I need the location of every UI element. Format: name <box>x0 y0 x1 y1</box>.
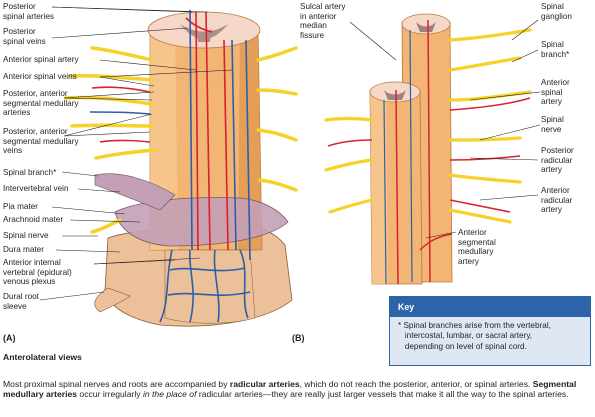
pia-arachnoid <box>114 197 289 247</box>
label-spinal-branch: Spinal branch* <box>3 168 57 177</box>
arteries-a <box>91 11 229 251</box>
veins-a <box>89 9 251 323</box>
key-box: Key * Spinal branches arise from the ver… <box>389 296 591 366</box>
spinal-nerves-b <box>324 28 532 224</box>
label-segmental-medullary-arteries: Posterior, anterior segmental medullary … <box>3 89 79 118</box>
label-posterior-spinal-veins: Posterior spinal veins <box>3 27 46 46</box>
caption-part1: Most proximal spinal nerves and roots ar… <box>3 379 230 389</box>
panel-a-letter: (A) <box>3 333 16 343</box>
label-anterior-radicular-artery: Anterior radicular artery <box>541 186 573 215</box>
label-sulcal-artery: Sulcal artery in anterior median fissure <box>300 2 346 40</box>
caption-part2: , which do not reach the posterior, ante… <box>299 379 533 389</box>
veins-b <box>383 29 413 285</box>
label-venous-plexus: Anterior internal vertebral (epidural) v… <box>3 258 72 287</box>
grey-matter-a <box>180 24 228 42</box>
key-title: Key <box>390 297 590 317</box>
label-pia-mater: Pia mater <box>3 202 39 211</box>
caption-italic: in the place of <box>142 389 197 400</box>
label-anterior-segmental-medullary-artery: Anterior segmental medullary artery <box>458 228 496 266</box>
caption-bold1: radicular arteries <box>229 379 300 389</box>
label-anterior-spinal-artery-b: Anterior spinal artery <box>541 78 570 107</box>
label-posterior-radicular-artery: Posterior radicular artery <box>541 146 574 175</box>
caption-part3: occur irregularly <box>77 389 143 400</box>
label-dura-mater: Dura mater <box>3 245 44 254</box>
caption: Most proximal spinal nerves and roots ar… <box>3 379 593 400</box>
leader-lines <box>39 6 541 301</box>
key-text: * Spinal branches arise from the vertebr… <box>398 321 551 351</box>
caption-bold2: Segmental medullary arteries <box>3 379 577 400</box>
caption-part4: radicular arteries—they are really just … <box>196 389 569 400</box>
label-intervertebral-vein: Intervertebral vein <box>3 184 69 193</box>
label-spinal-branch-b: Spinal branch* <box>541 40 570 59</box>
panel-b-letter: (B) <box>292 333 305 343</box>
label-segmental-medullary-veins: Posterior, anterior segmental medullary … <box>3 127 79 156</box>
label-spinal-nerve-b: Spinal nerve <box>541 115 564 134</box>
label-anterior-spinal-veins: Anterior spinal veins <box>3 72 77 81</box>
label-arachnoid-mater: Arachnoid mater <box>3 215 64 224</box>
label-posterior-spinal-arteries: Posterior spinal arteries <box>3 2 54 21</box>
label-spinal-ganglion: Spinal ganglion <box>541 2 572 21</box>
views-title: Anterolateral views <box>3 352 82 362</box>
label-anterior-spinal-artery: Anterior spinal artery <box>3 55 79 64</box>
arteries-b <box>327 19 531 285</box>
label-spinal-nerve: Spinal nerve <box>3 231 49 240</box>
label-dural-root-sleeve: Dural root sleeve <box>3 292 39 311</box>
dural-root-sleeve <box>94 287 131 313</box>
